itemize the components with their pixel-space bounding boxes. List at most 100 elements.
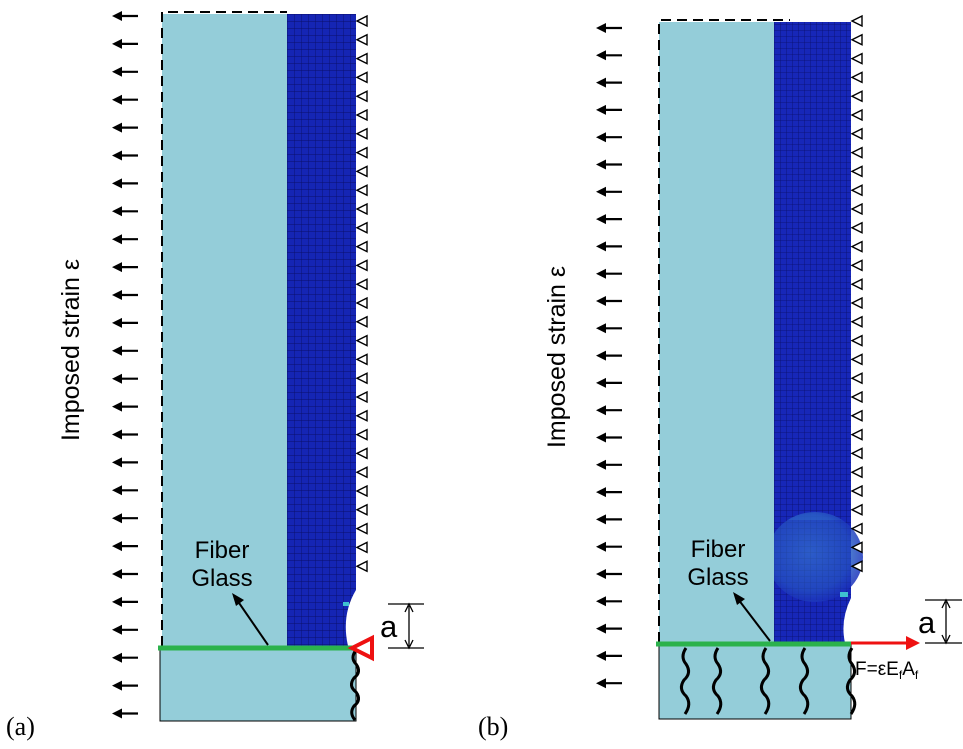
roller-triangle-icon bbox=[850, 353, 863, 366]
roller-triangle-icon bbox=[355, 71, 368, 84]
left-arrow-icon bbox=[112, 11, 138, 21]
left-arrow-icon bbox=[596, 405, 622, 416]
roller-triangle-icon bbox=[355, 447, 368, 460]
roller-triangle-icon bbox=[355, 184, 368, 197]
roller-triangle-icon bbox=[355, 353, 368, 366]
left-arrow-icon bbox=[596, 459, 622, 470]
left-arrow-icon bbox=[112, 513, 138, 524]
force-arrow-icon bbox=[851, 636, 920, 650]
roller-triangle-icon bbox=[850, 52, 863, 65]
roller-triangle-icon bbox=[355, 259, 368, 272]
pointer-arrow bbox=[236, 599, 269, 646]
left-arrow-icon bbox=[112, 624, 138, 635]
left-arrow-icon bbox=[596, 323, 622, 334]
left-arrow-icon bbox=[112, 290, 138, 300]
left-arrow-icon bbox=[596, 650, 622, 661]
roller-triangle-icon bbox=[355, 127, 368, 140]
left-arrow-icon bbox=[112, 680, 138, 691]
left-arrows bbox=[112, 11, 138, 719]
left-arrow-icon bbox=[112, 94, 138, 105]
left-arrow-icon bbox=[596, 377, 622, 388]
roller-triangle-icon bbox=[355, 52, 368, 65]
roller-triangle-icon bbox=[355, 541, 368, 554]
roller-triangle-icon bbox=[355, 484, 368, 498]
left-arrow-icon bbox=[112, 569, 138, 579]
roller-triangle-icon bbox=[850, 447, 863, 460]
roller-triangle-icon bbox=[355, 372, 368, 385]
left-arrow-icon bbox=[596, 50, 622, 61]
panel-b: F=εEfAf a Fiber Glass Imposed strain ε (… bbox=[478, 14, 962, 741]
left-arrow-icon bbox=[112, 122, 138, 133]
roller-triangle-icon bbox=[850, 221, 863, 234]
left-arrow-icon bbox=[112, 485, 138, 496]
crack-length-indicator: a bbox=[918, 598, 962, 645]
left-arrow-icon bbox=[596, 268, 622, 279]
roller-triangle-icon bbox=[850, 428, 863, 441]
material-label-line2: Glass bbox=[687, 564, 748, 591]
roller-triangle-icon bbox=[850, 184, 863, 197]
roller-triangle-icon bbox=[850, 334, 863, 347]
crack-notch bbox=[345, 590, 358, 646]
left-arrow-icon bbox=[596, 569, 622, 579]
roller-triangle-icon bbox=[355, 334, 368, 347]
left-arrow-icon bbox=[596, 678, 622, 689]
roller-triangle-icon bbox=[355, 146, 368, 159]
left-arrow-icon bbox=[112, 178, 138, 189]
roller-triangle-icon bbox=[850, 372, 863, 385]
roller-triangle-icon bbox=[850, 71, 863, 84]
roller-triangle-icon bbox=[355, 14, 368, 28]
roller-triangle-icon bbox=[355, 560, 368, 573]
left-arrow-icon bbox=[112, 596, 138, 607]
left-arrow-icon bbox=[112, 373, 138, 384]
left-arrow-icon bbox=[596, 186, 622, 197]
roller-triangle-icon bbox=[355, 315, 368, 328]
left-arrows bbox=[596, 23, 622, 689]
crack-length-indicator: a bbox=[380, 602, 424, 650]
left-arrow-icon bbox=[596, 159, 622, 170]
roller-triangle-icon bbox=[355, 503, 368, 516]
left-arrow-icon bbox=[596, 596, 622, 607]
roller-triangle-icon bbox=[850, 165, 863, 178]
roller-supports bbox=[355, 14, 368, 573]
roller-triangle-icon bbox=[355, 90, 368, 103]
left-arrow-icon bbox=[596, 623, 622, 634]
matrix-cover bbox=[700, 500, 774, 642]
roller-triangle-icon bbox=[850, 127, 863, 140]
left-arrow-icon bbox=[112, 262, 138, 273]
panel-a: a Fiber Glass Imposed strain ε (a) bbox=[6, 11, 424, 741]
crack-label: a bbox=[918, 605, 936, 640]
strain-label: Imposed strain ε bbox=[543, 266, 571, 448]
roller-triangle-icon bbox=[850, 90, 863, 103]
roller-triangle-icon bbox=[850, 146, 863, 159]
panel-label: (a) bbox=[6, 712, 35, 741]
left-arrow-icon bbox=[596, 77, 622, 88]
left-arrow-icon bbox=[112, 429, 138, 440]
left-arrow-icon bbox=[596, 514, 622, 525]
roller-triangle-icon bbox=[355, 409, 368, 422]
left-arrow-icon bbox=[596, 104, 622, 115]
left-arrow-icon bbox=[596, 214, 622, 225]
left-arrow-icon bbox=[112, 150, 138, 161]
roller-triangle-icon bbox=[850, 278, 863, 291]
roller-triangle-icon bbox=[355, 428, 368, 441]
crack-icon bbox=[349, 649, 361, 721]
material-label-line1: Fiber bbox=[691, 536, 746, 563]
roller-triangle-icon bbox=[850, 259, 863, 272]
roller-triangle-icon bbox=[850, 390, 863, 404]
left-arrow-icon bbox=[596, 241, 622, 252]
crack-icon bbox=[679, 647, 857, 715]
left-arrow-icon bbox=[596, 350, 622, 361]
matrix-region bbox=[162, 14, 287, 646]
roller-triangle-icon bbox=[850, 33, 863, 46]
left-arrow-icon bbox=[596, 132, 622, 143]
force-label: F=εEfAf bbox=[855, 659, 919, 682]
material-label-line2: Glass bbox=[191, 565, 252, 592]
roller-triangle-icon bbox=[850, 522, 863, 535]
crack-label: a bbox=[380, 609, 398, 644]
roller-triangle-icon bbox=[850, 108, 863, 122]
roller-triangle-icon bbox=[850, 466, 863, 479]
roller-triangle-icon bbox=[850, 484, 863, 498]
dashed-boundary bbox=[658, 19, 790, 642]
left-arrow-icon bbox=[596, 487, 622, 498]
pin-support-icon bbox=[347, 634, 374, 662]
